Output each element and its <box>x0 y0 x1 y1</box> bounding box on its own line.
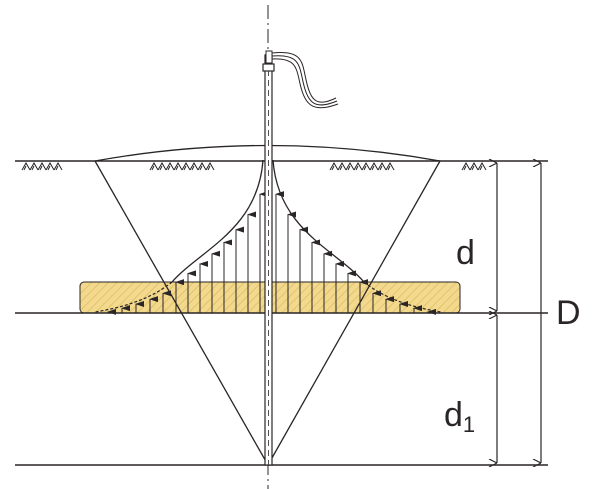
flow-arrows <box>107 191 436 315</box>
soil-hatch-icon <box>149 161 215 171</box>
label-D: D <box>556 294 581 332</box>
drawdown-curve-left <box>171 159 264 283</box>
cone-left <box>94 160 269 466</box>
cone-right <box>267 160 441 466</box>
label-d: d <box>456 234 475 272</box>
soil-hatch-icon <box>329 161 395 171</box>
drawdown-curve-right <box>272 159 365 283</box>
dimension-lines <box>497 163 542 463</box>
soil-symbols <box>21 161 487 171</box>
label-d1: d1 <box>444 398 475 436</box>
well-head <box>262 63 275 72</box>
label-d1-subscript: 1 <box>462 412 476 437</box>
soil-hatch-icon <box>21 161 63 171</box>
label-d1-main: d <box>444 396 463 434</box>
well-cap <box>265 50 273 64</box>
hose-icon <box>271 51 339 109</box>
drawdown-curve-left-dashed <box>94 281 173 313</box>
soil-hatch-icon <box>461 161 487 171</box>
